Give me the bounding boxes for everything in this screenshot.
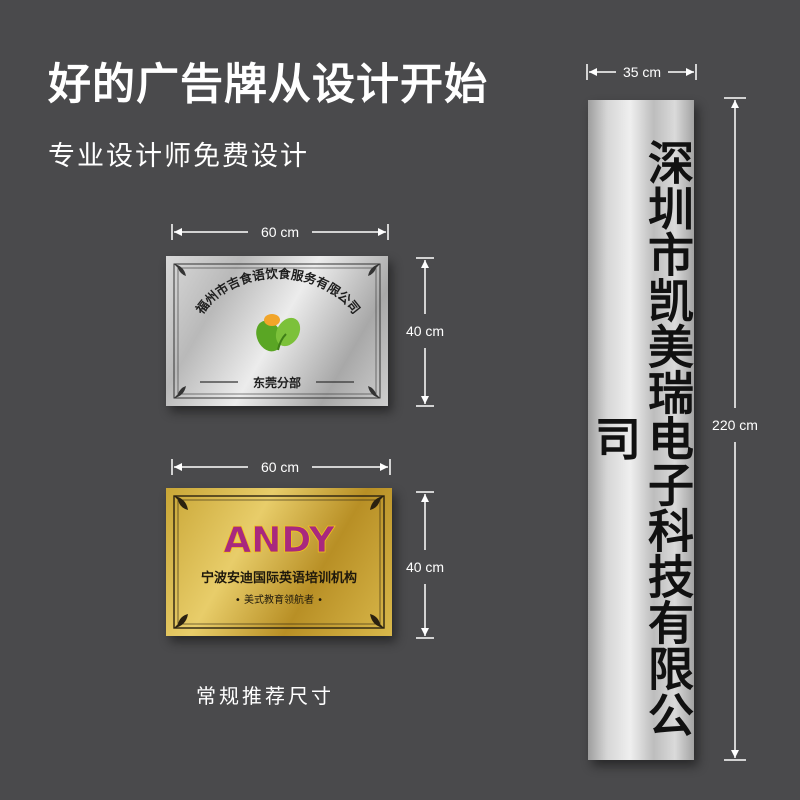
gold-width-label: 60 cm [261, 459, 299, 475]
headline: 好的广告牌从设计开始 [48, 60, 488, 110]
gold-width-dimension: 60 cm [171, 459, 391, 475]
gold-height-label: 40 cm [406, 559, 444, 575]
silver-width-dimension: 60 cm [171, 224, 389, 240]
pillar-width-label: 35 cm [623, 64, 661, 80]
gold-plaque-art: ANDY 宁波安迪国际英语培训机构 • 美式教育领航者 • [173, 495, 385, 629]
silver-height-dimension: 40 cm [406, 257, 444, 407]
subheadline: 专业设计师免费设计 [48, 141, 309, 172]
silver-height-label: 40 cm [406, 323, 444, 339]
pillar-height-dimension: 220 cm [712, 97, 758, 761]
silver-plaque: 福州市吉食语饮食服务有限公司 东莞分部 [166, 256, 388, 406]
recommended-size-caption: 常规推荐尺寸 [196, 684, 334, 708]
pillar-width-dimension: 35 cm [586, 64, 697, 80]
pillar-height-label: 220 cm [712, 417, 758, 433]
silver-width-label: 60 cm [261, 224, 299, 240]
green-leaf-icon [256, 314, 301, 352]
pillar-company-name: 深圳市凯美瑞电子科技有限公司 [588, 139, 695, 737]
gold-height-dimension: 40 cm [406, 491, 444, 639]
gold-brand-name: ANDY [223, 520, 335, 561]
gold-slogan: • 美式教育领航者 • [235, 593, 323, 606]
gold-plaque: ANDY 宁波安迪国际英语培训机构 • 美式教育领航者 • [166, 488, 392, 636]
pillar-sign: 深圳市凯美瑞电子科技有限公司 [588, 100, 695, 760]
gold-org-name: 宁波安迪国际英语培训机构 [201, 570, 357, 586]
silver-company-name: 福州市吉食语饮食服务有限公司 [192, 266, 363, 318]
silver-branch-name: 东莞分部 [253, 375, 301, 390]
silver-plaque-art: 福州市吉食语饮食服务有限公司 东莞分部 [173, 263, 381, 399]
